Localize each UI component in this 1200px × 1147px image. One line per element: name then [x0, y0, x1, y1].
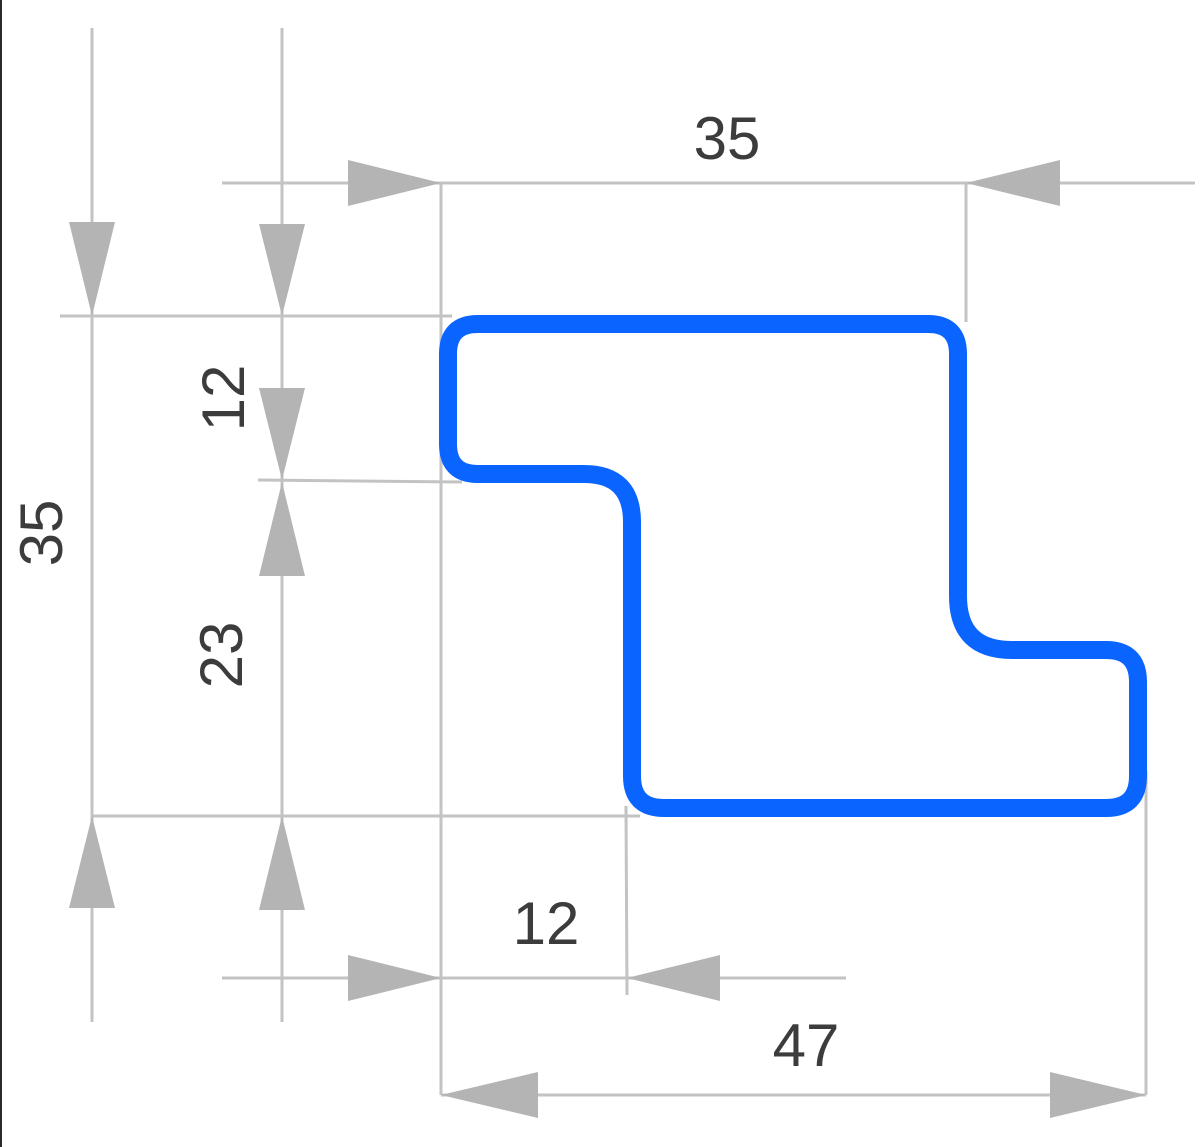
z-profile-outline — [439, 315, 1147, 817]
arrow-35-top-left-pointing — [966, 160, 1060, 206]
arrow-47-left-pointing — [441, 1072, 538, 1118]
arrow-35-left-down — [69, 222, 115, 316]
arrow-12-bottom-left-pointing — [627, 955, 720, 1001]
label-top-flange-height: 12 — [190, 365, 257, 432]
arrow-12-bottom-right-pointing — [348, 955, 441, 1001]
ext-line-step — [257, 478, 463, 484]
arrow-12-left-down-upper — [259, 224, 305, 316]
label-web-height: 23 — [188, 622, 255, 689]
label-bottom-left-width: 12 — [513, 890, 580, 957]
label-top-width: 35 — [694, 105, 761, 172]
ext-line-step-vertical — [624, 805, 629, 996]
arrow-35-left-up — [69, 816, 115, 908]
arrow-47-right-pointing — [1050, 1072, 1146, 1118]
arrow-12-left-down-lower — [259, 388, 305, 480]
arrow-35-top-right-pointing — [348, 160, 441, 206]
arrow-23-left-up-lower — [259, 816, 305, 910]
label-total-height: 35 — [8, 500, 75, 567]
extension-lines — [60, 183, 1148, 1095]
arrow-23-left-up-upper — [259, 482, 305, 576]
label-overall-width: 47 — [773, 1012, 840, 1079]
arrowheads — [69, 160, 1146, 1118]
